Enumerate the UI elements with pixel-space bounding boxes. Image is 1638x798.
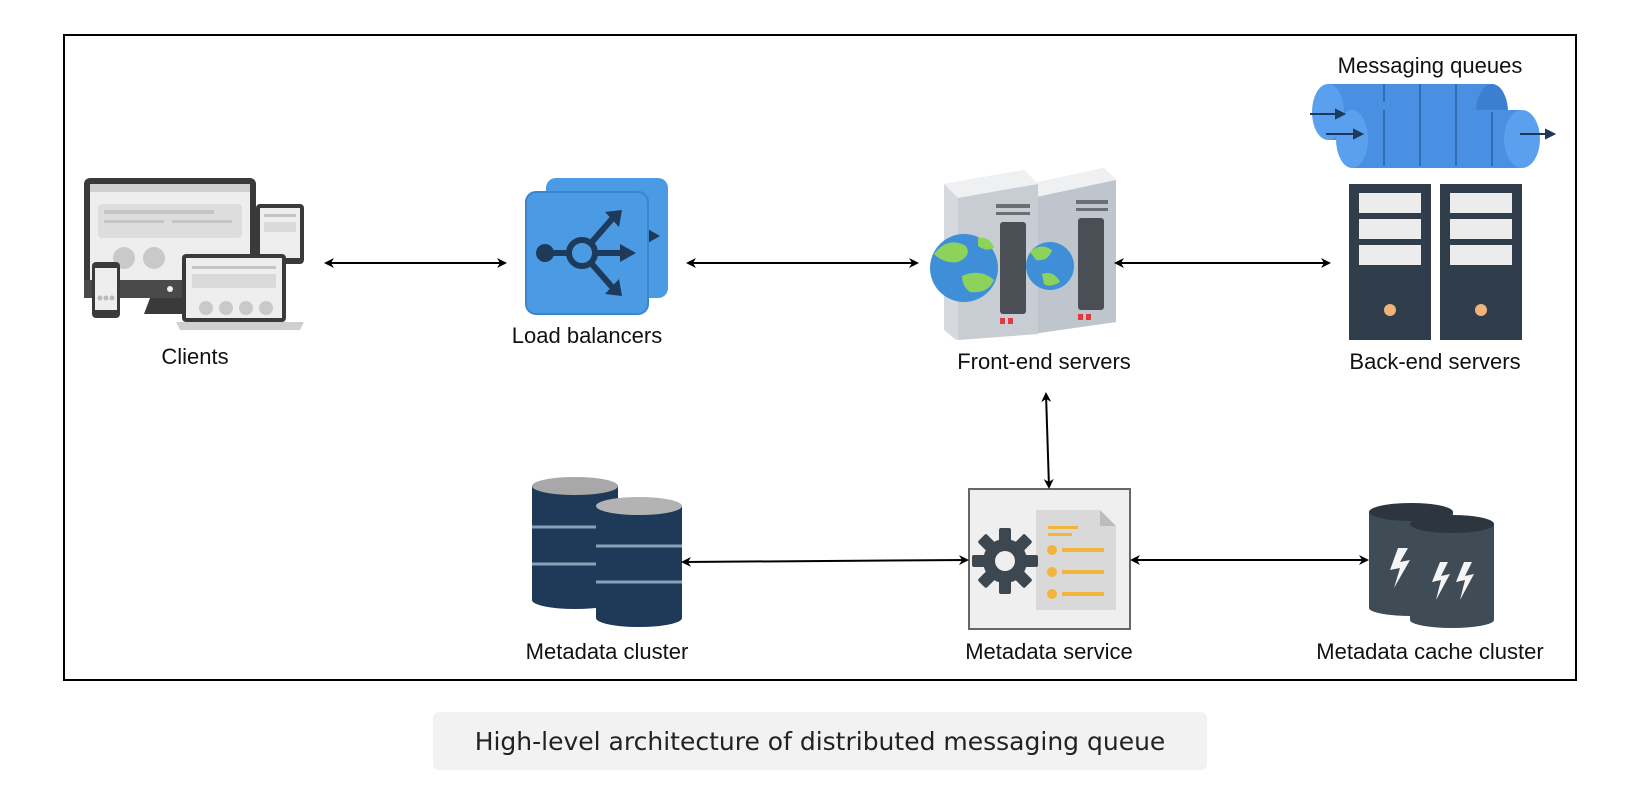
- diagram-caption: High-level architecture of distributed m…: [474, 726, 1166, 756]
- backend-server-icon: [1349, 184, 1522, 340]
- messaging-queue-icon: [1310, 84, 1557, 168]
- metadata-cluster-icon: [532, 477, 682, 627]
- clients-label: Clients: [161, 344, 229, 369]
- load-balancer-icon: [525, 178, 668, 315]
- frontend-servers-label: Front-end servers: [957, 349, 1131, 374]
- clients-icon: [84, 178, 304, 330]
- backend-servers-label: Back-end servers: [1349, 349, 1521, 374]
- diagram-frame: [63, 34, 1577, 681]
- metadata-service-label: Metadata service: [965, 639, 1133, 664]
- metadata-cache-cluster-label: Metadata cache cluster: [1316, 639, 1544, 664]
- frontend-server-icon: [930, 168, 1116, 340]
- metadata-service-icon: [968, 488, 1131, 630]
- metadata-cache-icon: [1369, 503, 1494, 628]
- metadata-cluster-label: Metadata cluster: [525, 639, 689, 664]
- arrow-frontend-metadataservice: [1041, 392, 1054, 489]
- arrow-metadatacluster-metadataservice: [681, 555, 969, 567]
- messaging-queues-label: Messaging queues: [1337, 53, 1523, 78]
- load-balancers-label: Load balancers: [511, 323, 663, 348]
- caption-box: High-level architecture of distributed m…: [433, 712, 1207, 770]
